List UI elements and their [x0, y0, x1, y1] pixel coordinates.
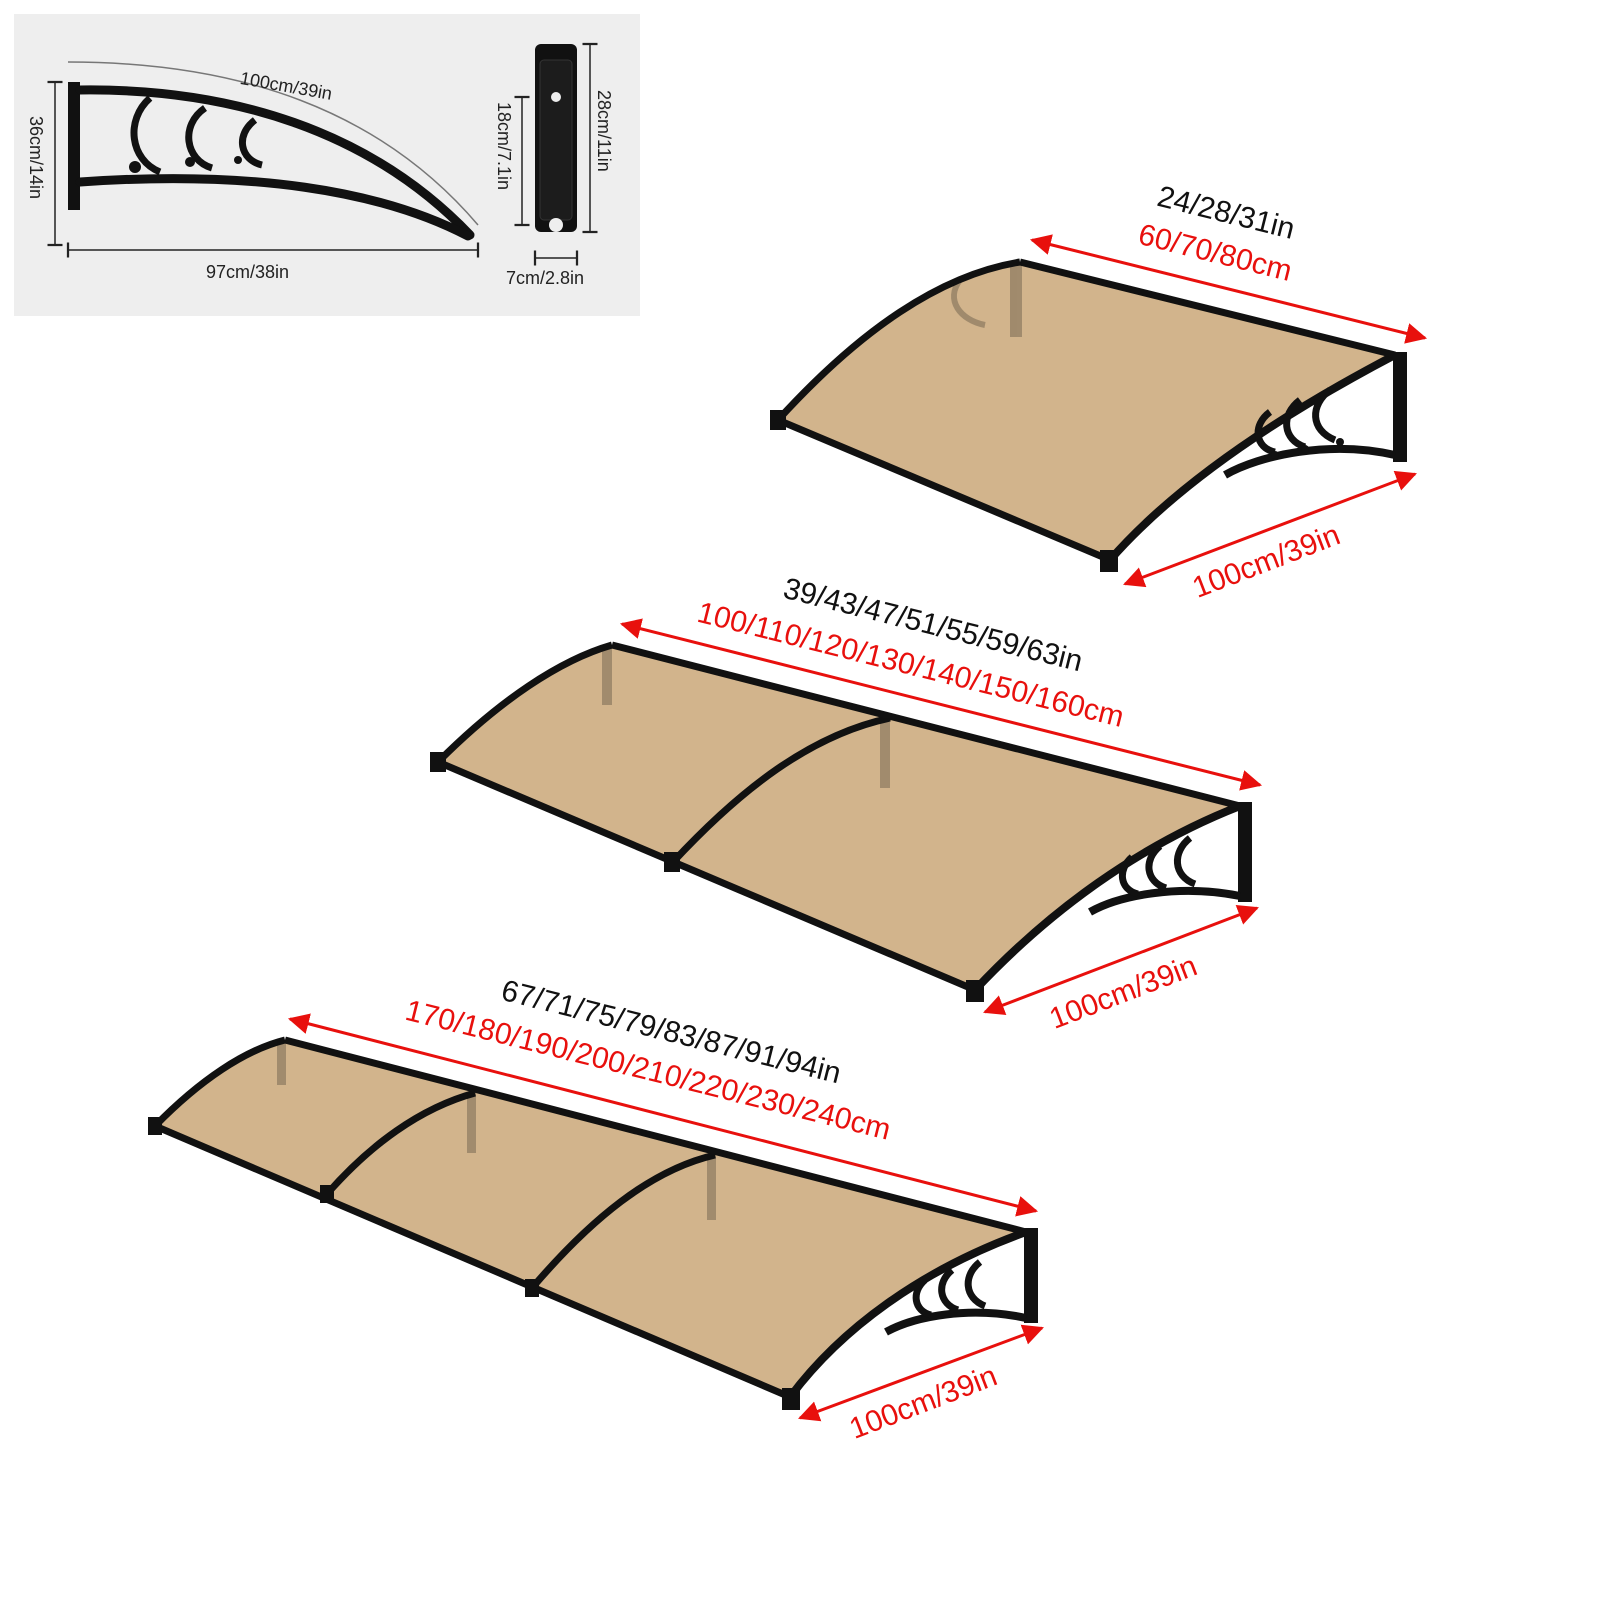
hole-spacing-label: 18cm/7.1in	[494, 102, 514, 191]
mount-plate-icon	[514, 42, 598, 266]
bracket-icon	[47, 61, 480, 258]
plate-height-label: 28cm/11in	[594, 90, 614, 172]
base-length-label: 97cm/38in	[206, 262, 290, 282]
canopy-double	[430, 641, 1252, 1002]
plate-width-label: 7cm/2.8in	[506, 268, 585, 288]
bracket-icon	[1223, 352, 1407, 479]
height-label: 36cm/14in	[26, 116, 46, 200]
